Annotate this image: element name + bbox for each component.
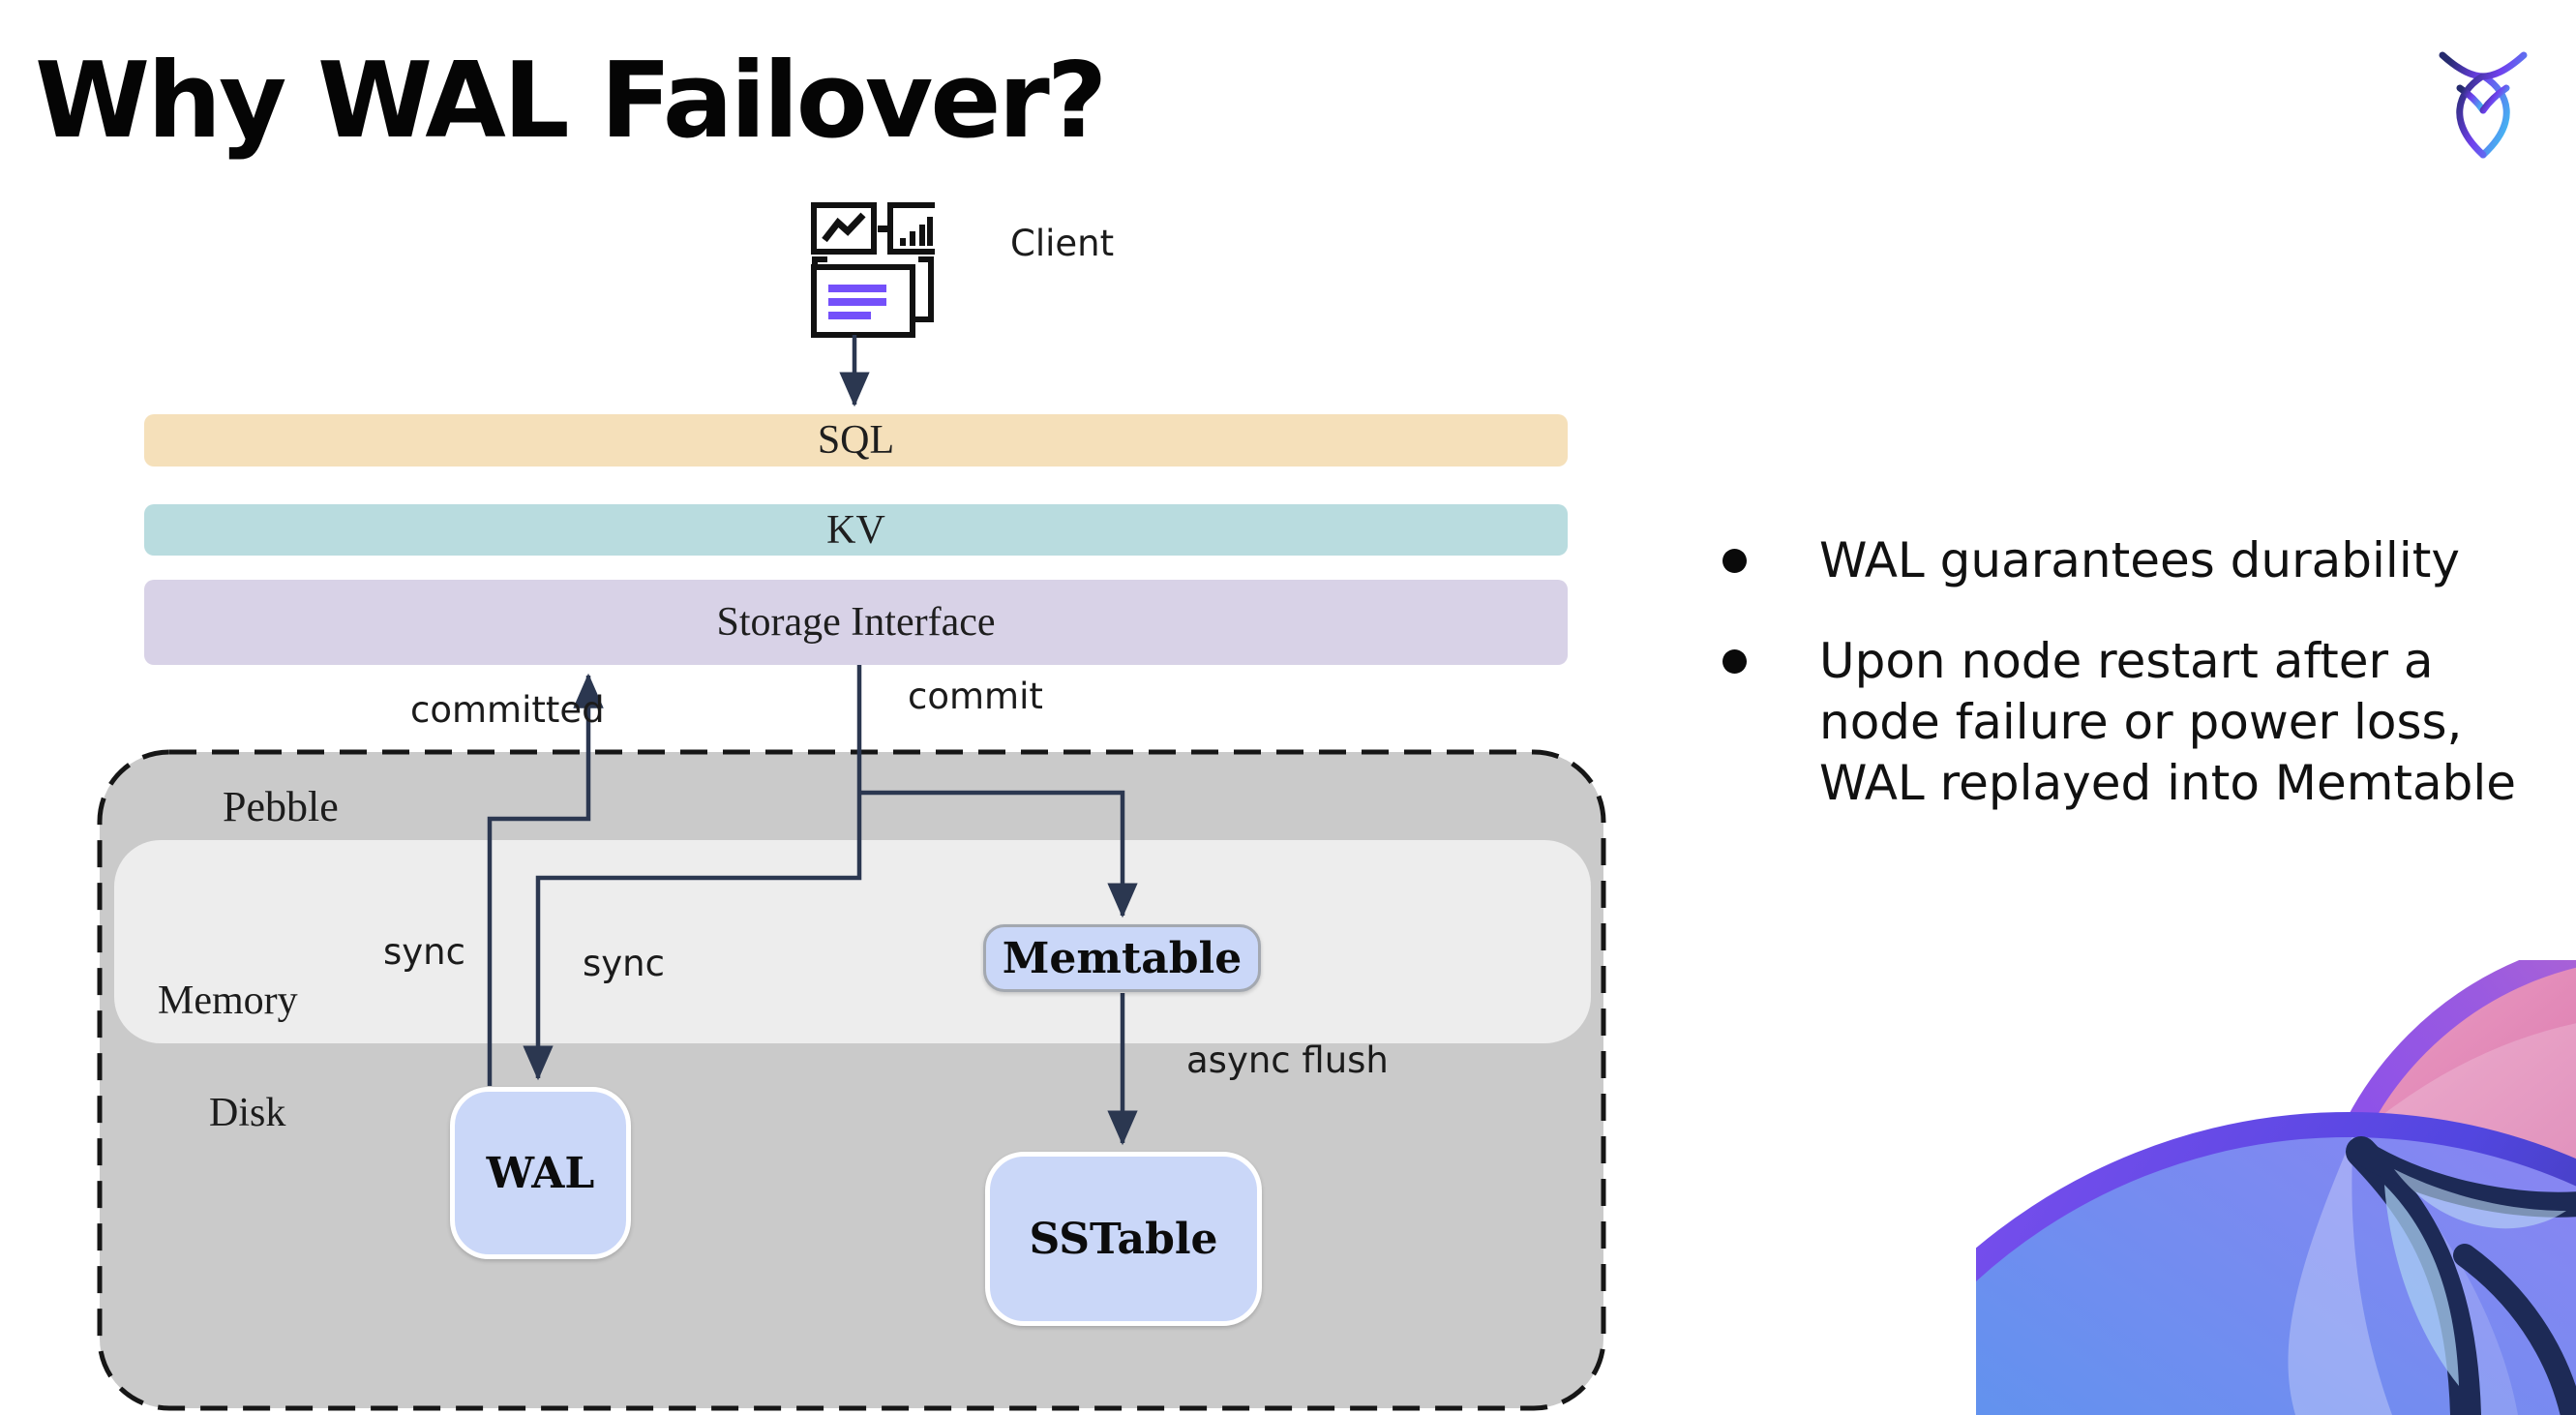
memtable-node: Memtable [983, 924, 1261, 992]
brand-spheres-art [1976, 960, 2576, 1415]
bullet-marker-icon [1722, 549, 1747, 573]
sync-edge-label-b: sync [583, 943, 665, 984]
layer-bar-sql: SQL [144, 414, 1568, 467]
bullet-item: Upon node restart after a node failure o… [1711, 631, 2562, 814]
bullet-text: WAL guarantees durability [1819, 532, 2460, 588]
wal-node: WAL [450, 1087, 631, 1259]
memtable-node-label: Memtable [1002, 933, 1243, 983]
document-lines [828, 285, 886, 319]
pebble-label: Pebble [223, 783, 339, 830]
commit-edge-label: commit [908, 676, 1043, 717]
bullet-text: Upon node restart after a node failure o… [1819, 633, 2517, 811]
committed-edge-label: committed [410, 689, 605, 731]
layer-bar-kv-label: KV [826, 507, 885, 553]
wal-node-label: WAL [486, 1148, 595, 1198]
bullet-list: WAL guarantees durability Upon node rest… [1711, 530, 2562, 854]
layer-bar-storage-label: Storage Interface [716, 600, 996, 645]
bullet-item: WAL guarantees durability [1711, 530, 2562, 591]
async-flush-edge-label: async flush [1186, 1039, 1389, 1081]
sstable-node: SSTable [985, 1152, 1262, 1326]
client-apps-icon [811, 202, 935, 338]
memory-band [114, 840, 1591, 1043]
bullet-marker-icon [1722, 649, 1747, 674]
memory-label: Memory [158, 978, 298, 1023]
layer-bar-kv: KV [144, 504, 1568, 556]
cockroachdb-logo-icon [2439, 51, 2528, 159]
page-title: Why WAL Failover? [35, 41, 1107, 162]
disk-label: Disk [209, 1091, 286, 1135]
sstable-node-label: SSTable [1029, 1214, 1218, 1264]
client-label: Client [1010, 223, 1115, 264]
sync-edge-label-a: sync [383, 931, 465, 973]
layer-bar-storage-interface: Storage Interface [144, 580, 1568, 665]
layer-bar-sql-label: SQL [817, 418, 895, 463]
